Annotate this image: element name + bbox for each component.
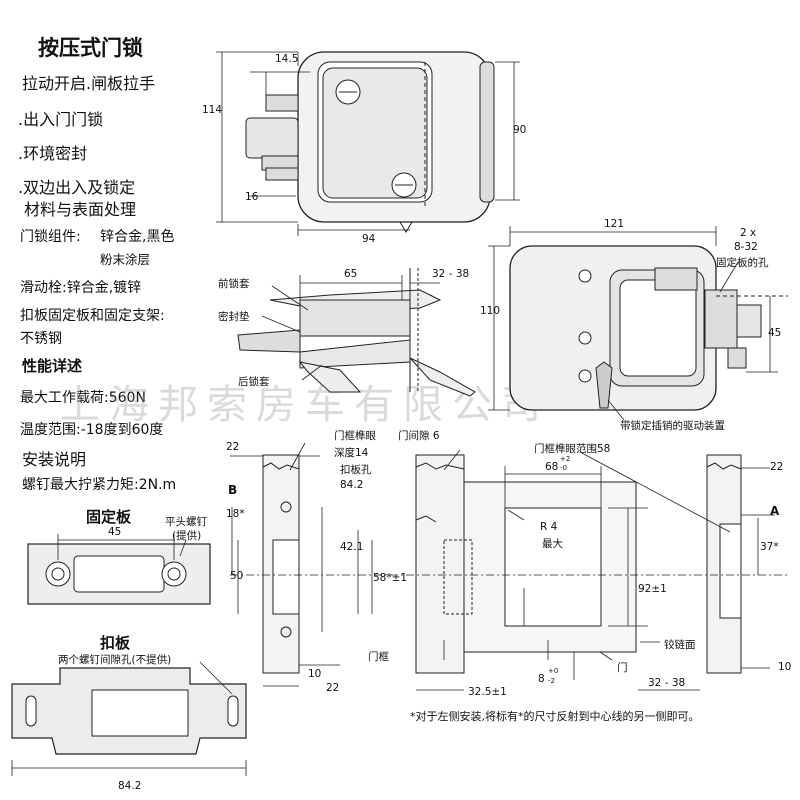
label-seal: 密封垫	[218, 311, 250, 323]
label-max: 最大	[542, 538, 563, 550]
materials-heading: 材料与表面处理	[24, 200, 137, 219]
strike-plate-drawing	[11, 661, 247, 776]
fixing-plate-drawing	[27, 534, 211, 605]
dim-90: 90	[513, 124, 527, 136]
dim-22-left: 22	[226, 441, 240, 453]
label-drive-device: 带锁定插销的驱动装置	[620, 420, 725, 432]
label-front-sleeve: 前锁套	[218, 278, 250, 290]
label-strike-hole: 扣板孔	[340, 464, 372, 476]
back-view-lock	[509, 245, 788, 411]
dim-45-back: 45	[768, 327, 782, 339]
dim-68-tol-dn: -0	[560, 464, 567, 472]
dim-110: 110	[480, 305, 501, 317]
feature-4: .双边出入及锁定	[18, 178, 136, 197]
dim-58: 58*±1	[373, 572, 408, 584]
label-hinge-face: 铰链面	[664, 639, 696, 651]
dim-22-right: 22	[770, 461, 784, 473]
dim-37: 37*	[760, 541, 779, 553]
back-view-dimensions	[488, 226, 778, 421]
dim-14-5: 14.5	[275, 53, 299, 65]
footnote: *对于左侧安装,将标有*的尺寸反射到中心线的另一侧即可。	[410, 710, 700, 723]
dim-68-tol-up: +2	[560, 455, 571, 463]
lock-parts-label: 门锁组件:	[20, 229, 81, 245]
top-view-lock	[245, 51, 495, 233]
dim-8-tol-dn: -2	[548, 677, 555, 685]
dim-10-left: 10	[308, 668, 322, 680]
side-view-lock	[237, 268, 476, 397]
dim-68: 68	[545, 461, 559, 473]
dim-92: 92±1	[638, 583, 667, 595]
dim-10-right: 10	[778, 661, 792, 673]
strike-plate-spec: 扣板固定板和固定支架:	[20, 308, 165, 324]
performance-heading: 性能详述	[22, 357, 83, 375]
label-rear-sleeve: 后锁套	[238, 376, 270, 388]
dim-94: 94	[362, 233, 376, 245]
dim-8-tol-up: +0	[548, 667, 559, 675]
max-load: 最大工作载荷:560N	[20, 390, 146, 406]
torque-spec: 螺钉最大拧紧力矩:2N.m	[22, 477, 177, 493]
dim-16: 16	[245, 191, 259, 203]
label-a: A	[770, 504, 780, 518]
label-r4: R 4	[540, 521, 558, 533]
label-depth: 深度14	[334, 447, 369, 459]
dim-45-fixing: 45	[108, 526, 122, 538]
install-heading: 安装说明	[22, 450, 87, 469]
label-frame: 门框	[368, 651, 389, 663]
dim-42-1: 42.1	[340, 541, 364, 553]
fixing-plate-title: 固定板	[86, 508, 132, 526]
cutout-dimensions	[230, 442, 775, 691]
cutout-diagram	[230, 454, 790, 674]
dim-22-bottom: 22	[326, 682, 340, 694]
lock-parts-value2: 粉末涂层	[100, 252, 151, 267]
label-door-gap: 门间隙 6	[398, 430, 440, 442]
label-b: B	[228, 483, 238, 497]
side-view-dimensions	[261, 275, 440, 381]
dim-121: 121	[604, 218, 625, 230]
lock-parts-value: 锌合金,黑色	[100, 229, 175, 245]
label-8-32: 8-32	[734, 241, 758, 253]
strike-plate-title: 扣板	[100, 634, 131, 652]
strike-note: 两个螺钉间隙孔(不提供)	[58, 654, 172, 666]
label-2x: 2 x	[740, 227, 757, 239]
page-title: 按压式门锁	[38, 36, 143, 60]
dim-84-2-strike: 84.2	[118, 780, 142, 792]
feature-1: 拉动开启.闸板拉手	[22, 74, 156, 93]
screw-label-provided: (提供)	[172, 530, 202, 542]
slide-bolt-spec: 滑动栓:锌合金,镀锌	[20, 280, 142, 296]
dim-114: 114	[202, 104, 223, 116]
feature-2: .出入门门锁	[18, 110, 104, 129]
feature-3: .环境密封	[18, 144, 88, 163]
dim-8: 8	[538, 673, 545, 685]
dim-32-38-side: 32 - 38	[432, 268, 470, 280]
dim-32-5: 32.5±1	[468, 686, 507, 698]
dim-84-2: 84.2	[340, 479, 364, 491]
dim-18: 18*	[226, 508, 245, 520]
label-door: 门	[617, 662, 628, 674]
top-view-dimensions	[216, 51, 520, 236]
label-frame-mortise: 门框榫眼	[334, 430, 376, 442]
dim-50: 50	[230, 570, 244, 582]
strike-plate-value: 不锈钢	[20, 331, 62, 347]
dim-32-38-bottom: 32 - 38	[648, 677, 686, 689]
label-mortise-range: 门框榫眼范围58	[534, 443, 611, 455]
dim-65: 65	[344, 268, 358, 280]
screw-label: 平头螺钉	[165, 516, 207, 528]
temp-range: 温度范围:-18度到60度	[20, 422, 164, 438]
label-fix-hole: 固定板的孔	[716, 257, 769, 269]
